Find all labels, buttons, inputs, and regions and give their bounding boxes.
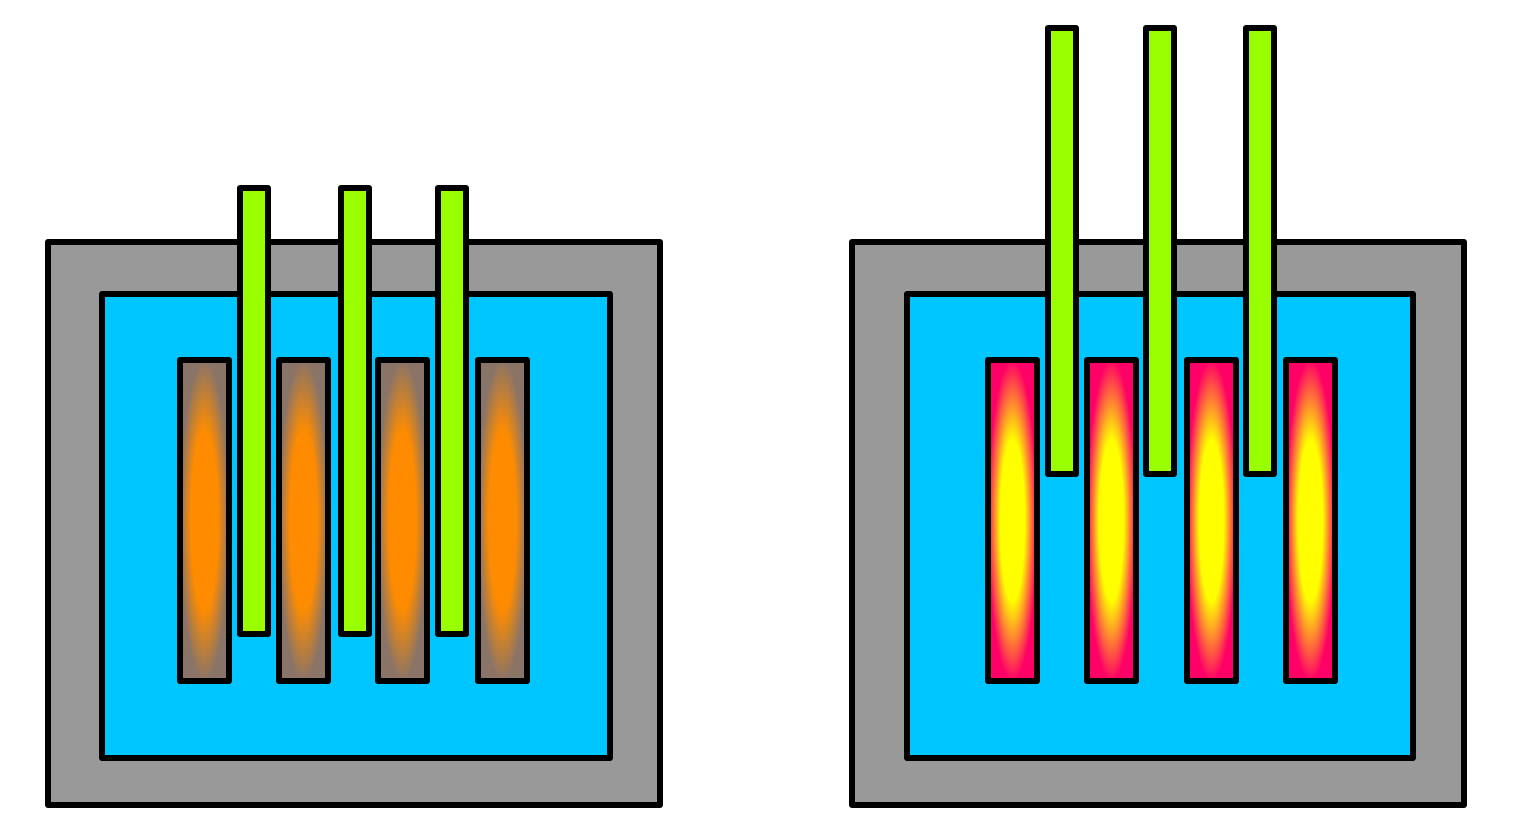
fuel-rod [177,357,232,684]
control-rod [1045,25,1079,477]
control-rods [237,185,469,637]
fuel-rod [375,357,430,684]
control-rod [338,185,372,637]
fuel-rod [1184,357,1239,684]
control-rod [1143,25,1177,477]
fuel-rod [475,357,530,684]
control-rods [1045,25,1277,477]
control-rod [435,185,469,637]
reactor-rods-withdrawn [849,25,1467,808]
fuel-rods [177,357,530,684]
fuel-rod [276,357,331,684]
fuel-rod [1084,357,1139,684]
fuel-rod [1283,357,1338,684]
reactor-rods-inserted [45,185,663,808]
fuel-rods [985,357,1338,684]
control-rod [237,185,271,637]
control-rod [1243,25,1277,477]
fuel-rod [985,357,1040,684]
